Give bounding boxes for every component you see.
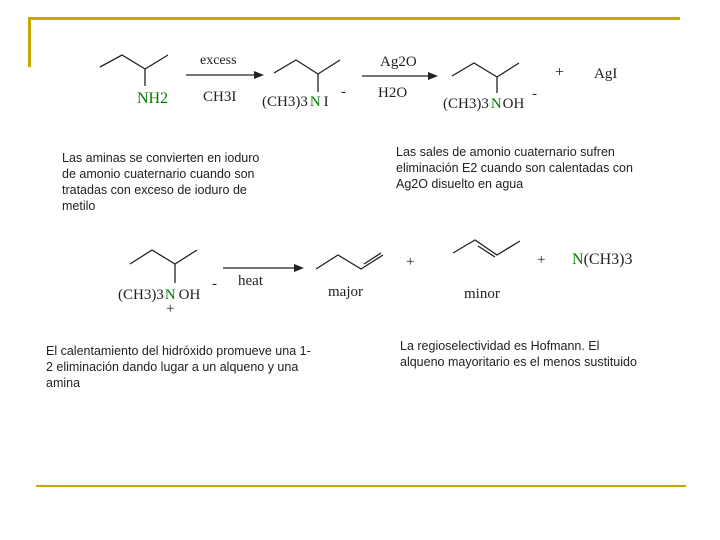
minor-alkene-double-bond bbox=[477, 245, 496, 258]
amine-nh2-label: NH2 bbox=[137, 90, 168, 107]
hydroxide-charge: - bbox=[532, 86, 537, 102]
minor-product-label: minor bbox=[464, 286, 500, 302]
plus-sign-3: + bbox=[537, 252, 545, 268]
reactant-positive-charge: + bbox=[166, 301, 174, 317]
frame-top-line bbox=[30, 17, 680, 20]
major-alkene-double-bond bbox=[363, 252, 382, 265]
reactant-skeleton bbox=[129, 249, 198, 265]
major-alkene-skeleton bbox=[315, 254, 384, 270]
reagent-silver-oxide: Ag2O bbox=[380, 54, 417, 70]
arrow-1-head bbox=[254, 71, 264, 79]
amine-skeleton bbox=[99, 54, 169, 70]
frame-bottom-line bbox=[36, 485, 686, 487]
description-regioselectivity: La regioselectividad es Hofmann. El alqu… bbox=[400, 339, 637, 369]
arrow-3-head bbox=[294, 264, 304, 272]
silver-iodide-label: AgI bbox=[594, 66, 617, 82]
description-heating: El calentamiento del hidróxido promueve … bbox=[46, 344, 311, 390]
ammonium-hydroxide-skeleton bbox=[451, 62, 520, 78]
heat-condition: heat bbox=[238, 273, 264, 289]
iodide-charge: - bbox=[341, 84, 346, 100]
description-elimination-conditions: Las sales de amonio cuaternario sufren e… bbox=[396, 145, 633, 191]
ammonium-iodide-skeleton bbox=[273, 59, 341, 75]
minor-alkene-skeleton bbox=[452, 239, 521, 256]
arrow-2-head bbox=[428, 72, 438, 80]
reagent-methyl-iodide: CH3I bbox=[203, 89, 236, 105]
plus-sign-1: + bbox=[555, 64, 564, 81]
major-product-label: major bbox=[328, 284, 363, 300]
reagent-water: H2O bbox=[378, 85, 407, 101]
description-methylation: Las aminas se convierten en ioduro de am… bbox=[62, 151, 260, 213]
plus-sign-2: + bbox=[406, 254, 414, 270]
reactant-negative-charge: - bbox=[212, 276, 217, 292]
reagent-excess: excess bbox=[200, 53, 237, 68]
frame-left-line bbox=[28, 17, 31, 67]
trimethylamine-label: N(CH3)3 bbox=[572, 251, 632, 268]
